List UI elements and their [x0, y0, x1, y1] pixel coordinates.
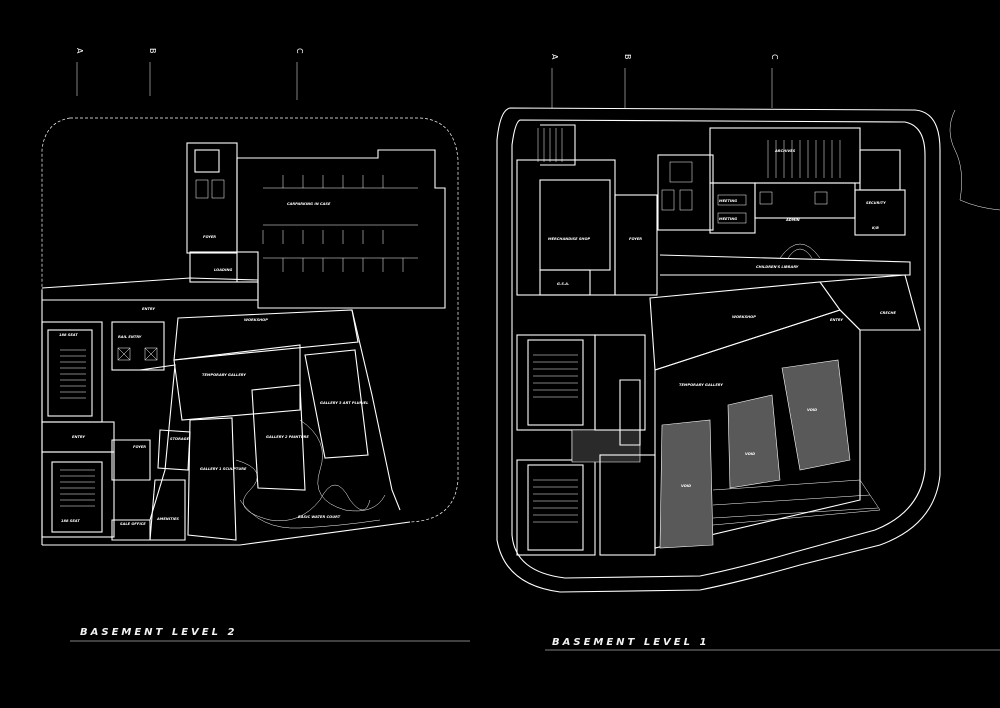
label-meeting2: MEETING	[719, 217, 737, 221]
label-seat-top: 188 SEAT	[59, 333, 78, 337]
axis-label-a: A	[75, 48, 84, 54]
plan-basement-level-2	[41, 117, 459, 546]
axis-label-a: A	[550, 54, 559, 60]
label-gallery1: GALLERY 1 SCULPTURE	[200, 467, 247, 471]
label-archives: ARCHIVES	[774, 149, 796, 153]
label-storage: STORAGE	[170, 437, 190, 441]
label-amenities: AMENITIES	[156, 517, 179, 521]
archive-shelves	[767, 140, 841, 178]
plan-title-level2: BASEMENT LEVEL 2	[80, 627, 238, 638]
axis-markers-level2: A B C	[75, 48, 304, 100]
axis-markers-level1: A B C	[550, 54, 779, 108]
seats-bottom	[60, 469, 95, 507]
label-foyer: FOYER	[629, 237, 642, 241]
axis-label-c: C	[295, 48, 304, 54]
label-meeting1: MEETING	[719, 199, 737, 203]
label-workshop: WORKSHOP	[244, 318, 268, 322]
label-admin: ADMIN	[785, 218, 800, 222]
label-creche: CRECHE	[880, 311, 897, 315]
plan-basement-level-1	[496, 107, 1000, 593]
axis-label-b: B	[148, 48, 157, 54]
label-workshop-l1: WORKSHOP	[732, 315, 756, 319]
label-temp-gallery-l1: TEMPORARY GALLERY	[679, 383, 723, 387]
label-seat-bottom: 188 SEAT	[61, 519, 80, 523]
label-void-3: VOID	[807, 408, 817, 412]
label-rail-entry: RAIL ENTRY	[118, 335, 142, 339]
label-gallery2: GALLERY 2 PAINTURE	[266, 435, 309, 439]
plan-title-level1: BASEMENT LEVEL 1	[552, 637, 710, 648]
label-ticket: SALE OFFICE	[120, 522, 146, 526]
axis-label-c: C	[770, 54, 779, 60]
label-foyer-mid: FOYER	[133, 445, 146, 449]
seats-top	[60, 349, 86, 399]
label-void-1: VOID	[681, 484, 691, 488]
parking-bays	[262, 175, 418, 272]
label-entry-l1: ENTRY	[830, 318, 843, 322]
label-shop: MERCHANDISE SHOP	[548, 237, 590, 241]
seats-l1-top	[533, 354, 578, 398]
label-library: CHILDREN'S LIBRARY	[756, 265, 799, 269]
label-loading: LOADING	[214, 268, 232, 272]
seats-l1-bottom	[533, 479, 578, 523]
label-void-2: VOID	[745, 452, 755, 456]
label-entry: ENTRY	[142, 307, 155, 311]
label-gallery3: GALLERY 3 ART PLURIEL	[320, 401, 369, 405]
stair-top	[537, 128, 563, 162]
axis-label-b: B	[623, 54, 632, 60]
label-carpark: CARPARKING IN CASE	[287, 202, 331, 206]
label-kitchen: K/B	[872, 226, 879, 230]
label-security: SECURITY	[866, 201, 886, 205]
label-gsa: G.S.A.	[557, 282, 569, 286]
label-basin: BASIC WATER COURT	[298, 515, 341, 519]
label-entry-mid: ENTRY	[72, 435, 85, 439]
label-foyer-top: FOYER	[203, 235, 216, 239]
label-temp-gallery: TEMPORARY GALLERY	[202, 373, 246, 377]
